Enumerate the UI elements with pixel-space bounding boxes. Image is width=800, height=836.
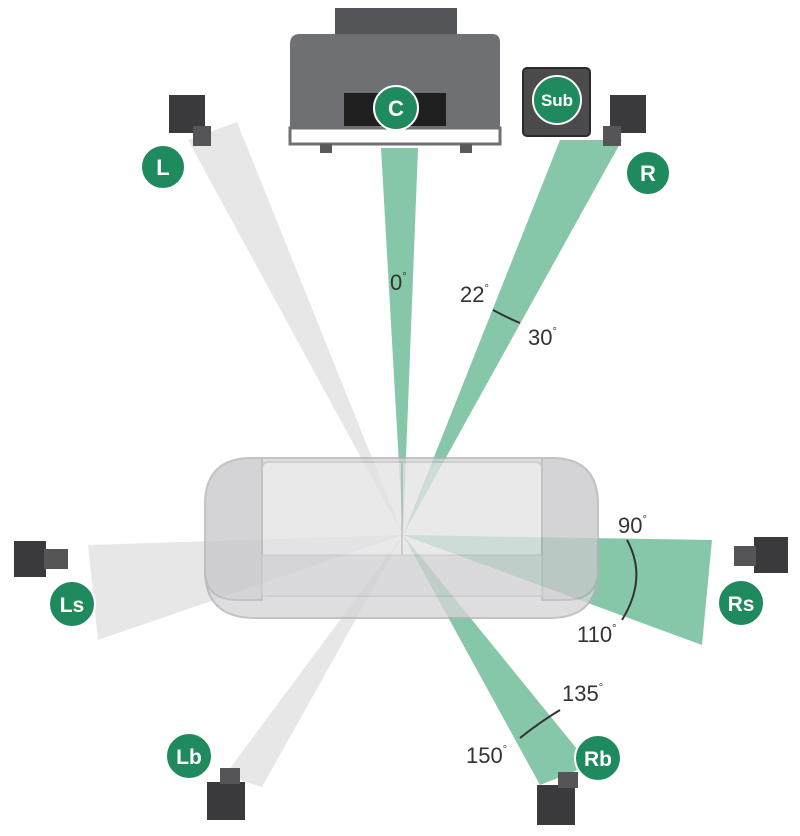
speaker-icon-left xyxy=(169,95,211,146)
badge-right-surround: Rs xyxy=(717,579,765,627)
angle-135: 135° xyxy=(562,681,603,706)
badge-right: R xyxy=(625,150,671,196)
svg-text:Rs: Rs xyxy=(728,593,755,616)
angle-150: 150° xyxy=(466,743,507,768)
angle-arcs xyxy=(492,309,638,739)
arc-135-150 xyxy=(519,709,561,739)
svg-text:Sub: Sub xyxy=(541,91,573,110)
speaker-badges: C Sub L R Ls Rs Lb Rb xyxy=(48,75,765,782)
angle-labels: 0° 22° 30° 90° 110° 135° 150° xyxy=(390,270,647,768)
tv-icon xyxy=(288,8,502,153)
arc-22-30 xyxy=(492,309,521,324)
badge-left-back: Lb xyxy=(165,732,213,780)
speaker-icon-left-back xyxy=(207,768,245,820)
badge-right-back: Rb xyxy=(574,734,622,782)
arc-90-110 xyxy=(621,539,638,621)
wedge-center xyxy=(381,148,418,535)
angle-110: 110° xyxy=(577,622,616,647)
speaker-icon-right xyxy=(603,95,646,146)
badge-sub: Sub xyxy=(532,75,582,125)
speaker-icon-right-back xyxy=(537,772,578,825)
badge-left: L xyxy=(140,144,186,190)
speaker-icon-left-surround xyxy=(14,541,68,577)
wedge-left xyxy=(188,122,403,535)
angle-90: 90° xyxy=(618,513,647,538)
speaker-icon-right-surround xyxy=(734,537,788,573)
svg-text:Ls: Ls xyxy=(60,594,85,617)
svg-text:Lb: Lb xyxy=(176,746,202,769)
listening-wedges xyxy=(88,122,712,787)
angle-22: 22° xyxy=(460,282,489,307)
badge-left-surround: Ls xyxy=(48,580,96,628)
svg-text:Rb: Rb xyxy=(584,748,612,771)
angle-30: 30° xyxy=(528,325,557,350)
angle-0: 0° xyxy=(390,270,407,295)
svg-text:C: C xyxy=(388,96,404,121)
svg-text:R: R xyxy=(640,161,656,186)
couch-icon xyxy=(204,457,599,619)
svg-text:L: L xyxy=(156,155,169,180)
badge-center: C xyxy=(373,85,419,131)
wedge-right xyxy=(403,140,622,535)
